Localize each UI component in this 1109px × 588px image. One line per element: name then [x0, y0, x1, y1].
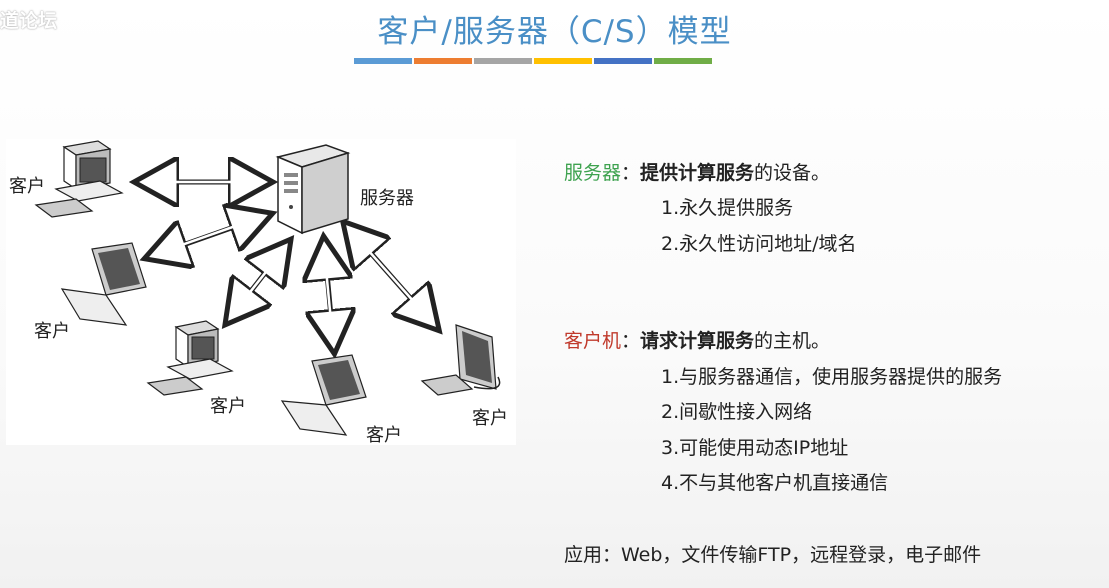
- server-icon: [275, 144, 351, 235]
- title-color-bar-6: [654, 58, 712, 64]
- client-colon: ：: [621, 330, 641, 352]
- client-definition-rest: 的主机。: [754, 330, 831, 352]
- laptop-client-icon: [60, 242, 147, 326]
- server-definition-rest: 的设备。: [754, 162, 831, 184]
- diagram-graphics: [34, 140, 501, 436]
- laptop-client-icon: [280, 354, 367, 436]
- title-color-bar-2: [414, 58, 472, 64]
- title-color-bar-1: [354, 58, 412, 64]
- title-color-bar-3: [474, 58, 532, 64]
- monitor-client-icon: [420, 324, 501, 396]
- watermark-text: 道论坛: [0, 10, 58, 32]
- client-definition-bold: 请求计算服务: [640, 330, 755, 352]
- client-label: 客户: [472, 408, 508, 429]
- slide-title: 客户/服务器（C/S）模型: [377, 14, 732, 50]
- client-label: 客户: [366, 425, 402, 446]
- client-label: 客户: [9, 176, 45, 197]
- client-point: 2.间歇性接入网络: [661, 401, 813, 423]
- server-definition: 服务器：提供计算服务的设备。: [564, 158, 830, 185]
- client-point: 1.与服务器通信，使用服务器提供的服务: [661, 366, 1003, 388]
- applications-line: 应用：Web，文件传输FTP，远程登录，电子邮件: [564, 544, 982, 566]
- server-term: 服务器: [564, 162, 622, 184]
- client-definition: 客户机：请求计算服务的主机。: [564, 326, 830, 353]
- client-label: 客户: [210, 396, 246, 417]
- server-colon: ：: [621, 162, 641, 184]
- client-term: 客户机: [564, 330, 622, 352]
- title-color-bar-4: [534, 58, 592, 64]
- cs-network-diagram: 客户 服务器 客户 客户 客户 客户: [6, 139, 516, 446]
- client-point: 4.不与其他客户机直接通信: [661, 472, 889, 494]
- server-point: 2.永久性访问地址/域名: [661, 233, 857, 255]
- server-label: 服务器: [360, 188, 414, 209]
- client-point: 3.可能使用动态IP地址: [661, 437, 849, 459]
- server-definition-bold: 提供计算服务: [640, 162, 755, 184]
- client-label: 客户: [34, 321, 70, 342]
- desktop-client-icon: [34, 140, 124, 218]
- title-color-bar-5: [594, 58, 652, 64]
- desktop-client-icon: [146, 320, 234, 396]
- server-point: 1.永久提供服务: [661, 197, 794, 219]
- connection-arrows-inner: [146, 180, 432, 343]
